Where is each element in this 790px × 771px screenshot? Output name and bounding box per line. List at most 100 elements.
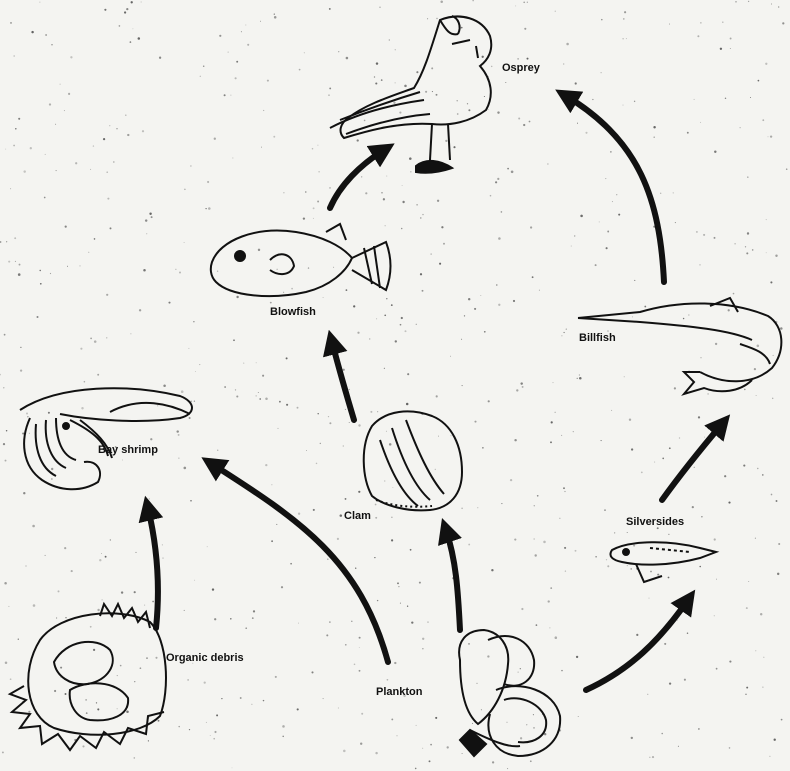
speckle bbox=[445, 140, 447, 142]
speckle bbox=[771, 4, 772, 5]
speckle bbox=[647, 694, 648, 695]
speckle bbox=[634, 280, 635, 281]
speckle bbox=[110, 539, 111, 540]
speckle bbox=[437, 200, 439, 202]
speckle bbox=[162, 557, 163, 558]
osprey-drawing bbox=[330, 16, 491, 173]
speckle bbox=[60, 667, 62, 669]
speckle bbox=[716, 579, 717, 580]
speckle bbox=[435, 469, 436, 470]
speckle bbox=[524, 28, 526, 30]
speckle bbox=[103, 138, 105, 140]
speckle bbox=[195, 371, 196, 372]
speckle bbox=[495, 181, 497, 183]
speckle bbox=[140, 667, 142, 669]
speckle bbox=[384, 368, 385, 369]
speckle bbox=[94, 340, 97, 343]
speckle bbox=[70, 56, 72, 58]
speckle bbox=[701, 516, 702, 517]
speckle bbox=[256, 362, 257, 363]
speckle bbox=[634, 101, 635, 102]
speckle bbox=[746, 252, 748, 254]
speckle bbox=[700, 22, 701, 23]
speckle bbox=[422, 290, 424, 292]
speckle bbox=[313, 218, 314, 219]
speckle bbox=[422, 214, 423, 215]
speckle bbox=[536, 624, 538, 626]
speckle bbox=[119, 25, 121, 27]
speckle bbox=[728, 309, 730, 311]
speckle bbox=[745, 246, 746, 247]
speckle bbox=[236, 61, 238, 63]
speckle bbox=[674, 387, 676, 389]
speckle bbox=[777, 573, 779, 575]
speckle bbox=[31, 31, 33, 33]
speckle bbox=[33, 604, 36, 607]
speckle bbox=[474, 308, 476, 310]
speckle bbox=[636, 634, 638, 636]
speckle bbox=[491, 66, 493, 68]
speckle bbox=[184, 189, 185, 190]
speckle bbox=[517, 58, 519, 60]
speckle bbox=[90, 169, 91, 170]
speckle bbox=[488, 400, 490, 402]
speckle bbox=[664, 643, 666, 645]
speckle bbox=[338, 51, 339, 52]
speckle bbox=[163, 384, 166, 387]
speckle bbox=[149, 213, 151, 215]
speckle bbox=[714, 150, 716, 152]
speckle bbox=[262, 375, 264, 377]
speckle bbox=[19, 264, 21, 266]
speckle bbox=[71, 570, 73, 572]
speckle bbox=[547, 163, 548, 164]
speckle bbox=[207, 181, 209, 183]
speckle bbox=[518, 117, 520, 119]
speckle bbox=[520, 737, 522, 739]
speckle bbox=[306, 450, 307, 451]
speckle bbox=[607, 231, 609, 233]
speckle bbox=[698, 728, 699, 729]
speckle bbox=[700, 122, 701, 123]
speckle bbox=[391, 539, 393, 541]
speckle bbox=[58, 590, 60, 592]
speckle bbox=[730, 48, 731, 49]
speckle bbox=[84, 381, 86, 383]
speckle bbox=[385, 225, 386, 226]
speckle bbox=[622, 38, 623, 39]
speckle bbox=[687, 132, 689, 134]
speckle bbox=[757, 468, 758, 469]
speckle bbox=[501, 211, 503, 213]
speckle bbox=[394, 662, 396, 664]
speckle bbox=[39, 270, 40, 271]
speckle bbox=[49, 103, 51, 105]
speckle bbox=[132, 28, 133, 29]
speckle bbox=[430, 744, 432, 746]
speckle bbox=[256, 395, 257, 396]
speckle bbox=[391, 718, 393, 720]
speckle bbox=[755, 538, 756, 539]
speckle bbox=[624, 11, 626, 13]
speckle bbox=[93, 145, 94, 146]
speckle bbox=[18, 118, 20, 120]
speckle bbox=[703, 234, 705, 236]
speckle bbox=[515, 5, 516, 6]
speckle bbox=[45, 34, 47, 36]
speckle bbox=[217, 271, 218, 272]
speckle bbox=[44, 197, 46, 199]
speckle bbox=[277, 269, 278, 270]
speckle bbox=[305, 191, 306, 192]
speckle bbox=[416, 204, 418, 206]
speckle bbox=[97, 374, 99, 376]
speckle bbox=[329, 422, 331, 424]
speckle bbox=[507, 722, 508, 723]
speckle bbox=[2, 751, 4, 753]
speckle bbox=[30, 147, 32, 149]
speckle bbox=[203, 65, 204, 66]
speckle bbox=[505, 82, 506, 83]
speckle bbox=[130, 333, 131, 334]
speckle bbox=[187, 679, 189, 681]
speckle bbox=[564, 491, 565, 492]
speckle bbox=[207, 546, 208, 547]
speckle bbox=[573, 431, 574, 432]
speckle bbox=[206, 722, 207, 723]
